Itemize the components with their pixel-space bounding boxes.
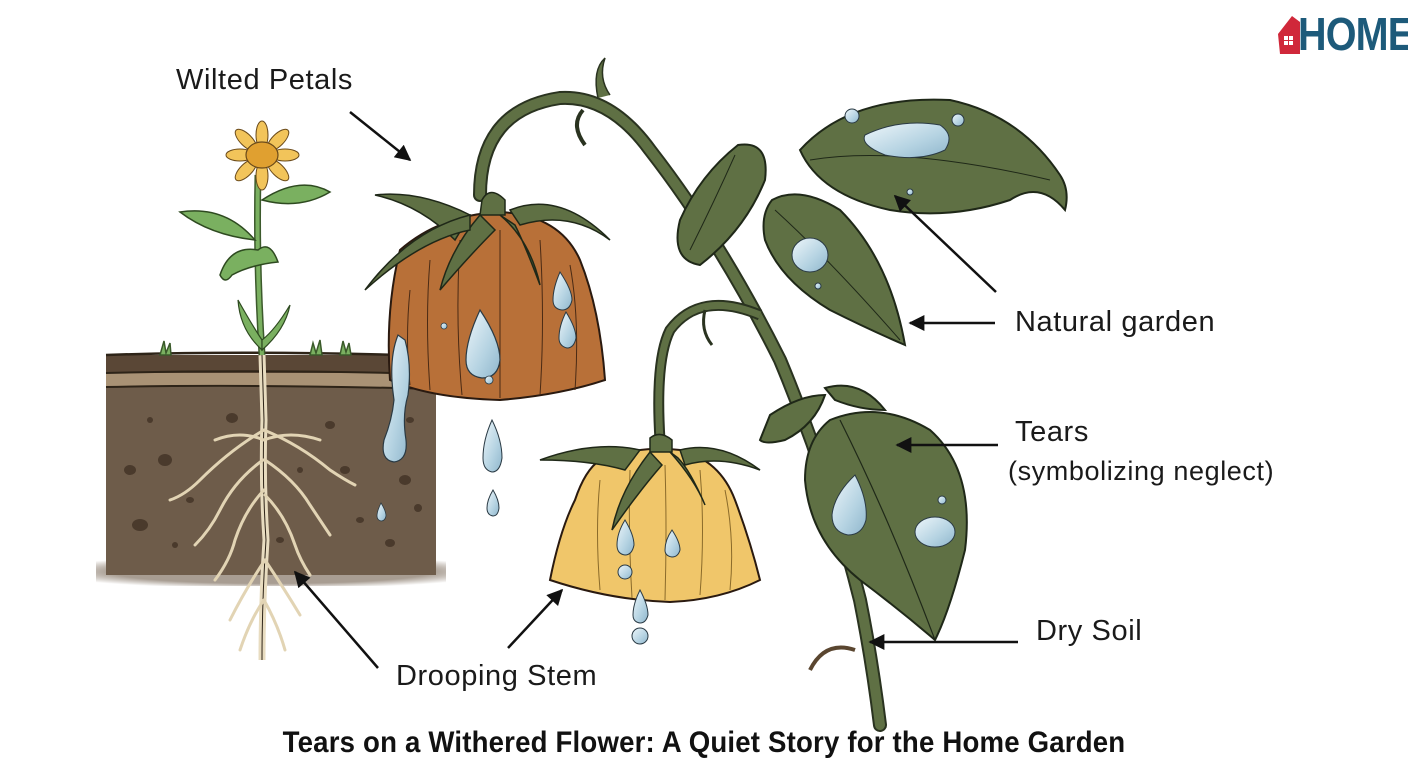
- upper-leaves: [676, 98, 1068, 347]
- annotation-arrows: [293, 111, 1018, 669]
- label-tears-subtitle: (symbolizing neglect): [1008, 456, 1275, 486]
- brown-wilted-flower: [364, 191, 611, 522]
- house-icon: [1278, 16, 1300, 54]
- soil-cross-section: [96, 339, 446, 661]
- label-natural-garden: Natural garden: [1015, 306, 1216, 338]
- diagram-caption: Tears on a Withered Flower: A Quiet Stor…: [282, 726, 1126, 759]
- yellow-wilted-flower: [539, 433, 762, 645]
- label-drooping-stem: Drooping Stem: [396, 660, 598, 692]
- leaf-water-droplets: [791, 108, 965, 548]
- label-wilted-petals: Wilted Petals: [176, 64, 354, 96]
- label-tears: Tears: [1015, 416, 1089, 448]
- lower-leaves: [758, 384, 968, 642]
- home-logo: HOME: [1276, 8, 1408, 60]
- label-dry-soil: Dry Soil: [1036, 615, 1143, 647]
- healthy-sunflower: [178, 120, 332, 356]
- main-drooping-stem: [473, 57, 887, 732]
- logo-text: HOME: [1298, 8, 1408, 60]
